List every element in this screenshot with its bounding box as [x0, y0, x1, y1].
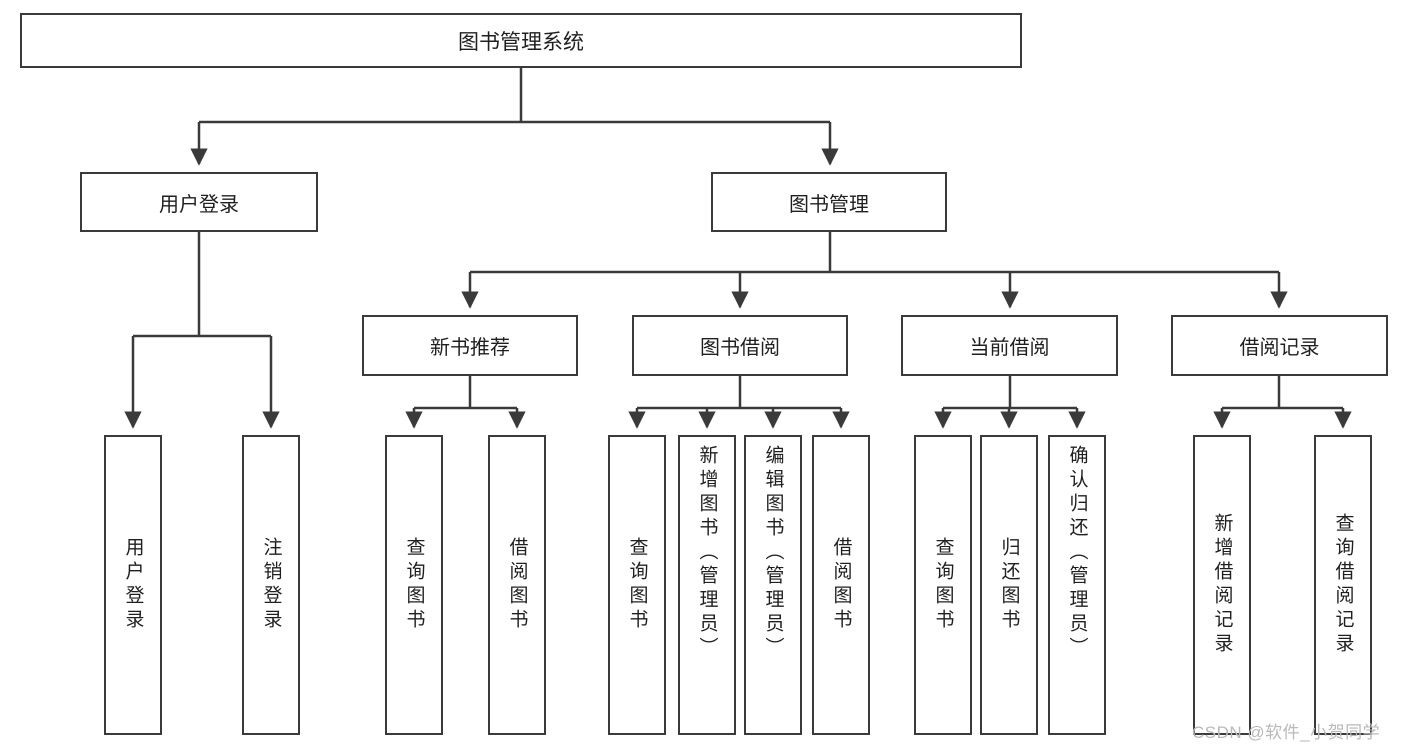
leaf-book-borrow-edit-admin[interactable]: 编辑图书（管理员） — [744, 435, 802, 735]
node-label: 当前借阅 — [969, 337, 1050, 359]
leaf-borrow-record-query[interactable]: 查询借阅记录 — [1314, 435, 1372, 735]
node-user-login[interactable]: 用户登录 — [80, 172, 318, 232]
watermark-text: CSDN @软件_小贺同学 — [1192, 723, 1381, 742]
node-book-management[interactable]: 图书管理 — [711, 172, 947, 232]
leaf-current-borrow-return[interactable]: 归还图书 — [980, 435, 1038, 735]
node-label: 新书推荐 — [430, 337, 510, 359]
leaf-label: 查询图书 — [403, 537, 425, 633]
node-book-borrow[interactable]: 图书借阅 — [632, 315, 848, 376]
leaf-book-borrow-query[interactable]: 查询图书 — [608, 435, 666, 735]
leaf-book-borrow-borrow[interactable]: 借阅图书 — [812, 435, 870, 735]
leaf-user-login-logout[interactable]: 注销登录 — [242, 435, 300, 735]
node-borrow-record[interactable]: 借阅记录 — [1171, 315, 1388, 376]
leaf-new-book-borrow[interactable]: 借阅图书 — [488, 435, 546, 735]
watermark: CSDN @软件_小贺同学 — [1192, 718, 1380, 743]
leaf-user-login-login[interactable]: 用户登录 — [104, 435, 162, 735]
leaf-label: 确认归还（管理员） — [1066, 445, 1088, 661]
node-root-book-management-system[interactable]: 图书管理系统 — [20, 13, 1022, 68]
leaf-label: 新增借阅记录 — [1211, 513, 1233, 657]
leaf-borrow-record-add[interactable]: 新增借阅记录 — [1193, 435, 1251, 735]
node-label: 图书管理 — [789, 193, 869, 216]
leaf-label: 编辑图书（管理员） — [762, 445, 784, 661]
leaf-label: 用户登录 — [122, 537, 144, 633]
node-new-book-recommend[interactable]: 新书推荐 — [362, 315, 578, 376]
leaf-book-borrow-add-admin[interactable]: 新增图书（管理员） — [678, 435, 736, 735]
leaf-new-book-query[interactable]: 查询图书 — [385, 435, 443, 735]
node-label: 用户登录 — [159, 193, 239, 216]
leaf-label: 注销登录 — [260, 537, 282, 633]
leaf-current-borrow-query[interactable]: 查询图书 — [914, 435, 972, 735]
node-current-borrow[interactable]: 当前借阅 — [901, 315, 1118, 376]
leaf-label: 归还图书 — [998, 537, 1020, 633]
leaf-label: 借阅图书 — [506, 537, 528, 633]
leaf-label: 新增图书（管理员） — [696, 445, 718, 661]
leaf-label: 查询图书 — [626, 537, 648, 633]
leaf-label: 借阅图书 — [830, 537, 852, 633]
node-label: 图书管理系统 — [458, 30, 584, 54]
node-label: 图书借阅 — [700, 337, 780, 359]
node-label: 借阅记录 — [1239, 337, 1320, 359]
leaf-label: 查询图书 — [932, 537, 954, 633]
leaf-current-borrow-confirm-return-admin[interactable]: 确认归还（管理员） — [1048, 435, 1106, 735]
leaf-label: 查询借阅记录 — [1332, 513, 1354, 657]
